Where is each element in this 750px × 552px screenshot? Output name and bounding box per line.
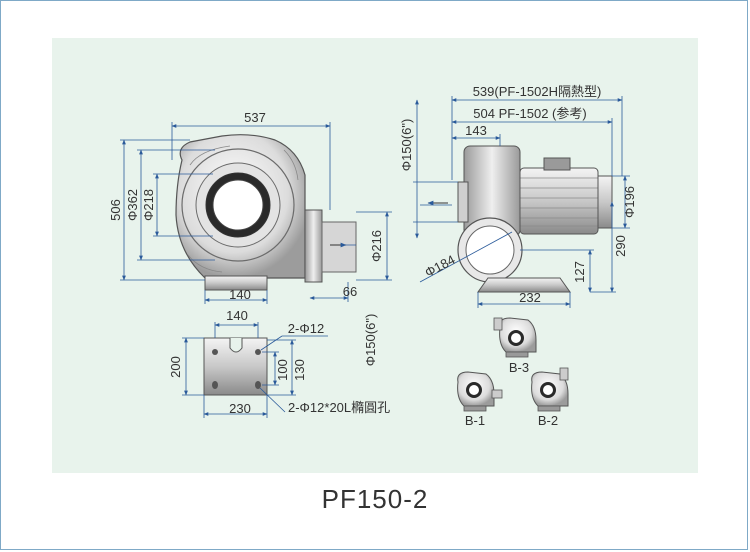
side-terminal-box (543, 157, 571, 171)
dim-inlet-offset: 143 (465, 123, 487, 138)
dim-height: 506 (108, 199, 123, 221)
side-inlet-opening (465, 225, 515, 275)
side-view: 539(PF-1502H隔熱型) 504 PF-1502 (参考) 143 Φ1… (399, 84, 637, 308)
mount-slot-right (255, 381, 261, 389)
dim-inner-diameter: Φ218 (141, 189, 156, 221)
side-motor-cap (597, 175, 613, 229)
dim-side-base: 232 (519, 290, 541, 305)
mount-slot-left (212, 381, 218, 389)
orientation-b1: B-1 (457, 371, 503, 428)
dim-side-height: 290 (613, 235, 628, 257)
label-holes: 2-Φ12 (288, 321, 324, 336)
dim-inlet-size: Φ150(6") (399, 119, 414, 172)
dim-plate-height: 200 (168, 356, 183, 378)
dim-motor-diameter: Φ196 (622, 186, 637, 218)
base-plate-notch (229, 338, 243, 353)
dim-length: 504 PF-1502 (参考) (473, 106, 586, 121)
front-outlet-duct (321, 221, 357, 273)
front-ring-outer (181, 148, 295, 262)
dim-length-h: 539(PF-1502H隔熱型) (473, 84, 602, 99)
model-caption: PF150-2 (321, 484, 429, 514)
front-view: 537 506 Φ362 Φ218 Φ216 140 66 Φ150(6") (108, 110, 392, 366)
mount-hole-left (212, 349, 218, 355)
label-b1: B-1 (465, 413, 485, 428)
side-outlet-flange (457, 181, 469, 223)
front-outlet-flange (304, 209, 323, 283)
label-b3: B-3 (509, 360, 529, 375)
mount-hole-right (255, 349, 261, 355)
dim-100: 100 (275, 359, 290, 381)
dim-width: 537 (244, 110, 266, 125)
dim-outlet-size: Φ150(6") (363, 314, 378, 367)
dim-130: 130 (292, 359, 307, 381)
dim-center-height: 127 (572, 261, 587, 283)
dim-outlet-diameter: Φ216 (369, 230, 384, 262)
dim-inlet-flange: Φ184 (422, 252, 457, 280)
orientation-b3: B-3 (493, 317, 537, 375)
dim-outer-diameter: Φ362 (125, 189, 140, 221)
dim-plate-width: 230 (229, 401, 251, 416)
front-base (204, 275, 268, 291)
label-b2: B-2 (538, 413, 558, 428)
label-slots: 2-Φ12*20L橢圓孔 (288, 400, 390, 415)
dim-hole-spacing: 140 (226, 308, 248, 323)
base-plate-view: 140 2-Φ12 200 100 130 230 2-Φ12*20L橢圓孔 (168, 308, 390, 418)
dim-base-width: 140 (229, 287, 251, 302)
front-inlet-opening (212, 179, 264, 231)
dim-outlet-offset: 66 (343, 284, 357, 299)
orientation-b2: B-2 (531, 367, 569, 428)
